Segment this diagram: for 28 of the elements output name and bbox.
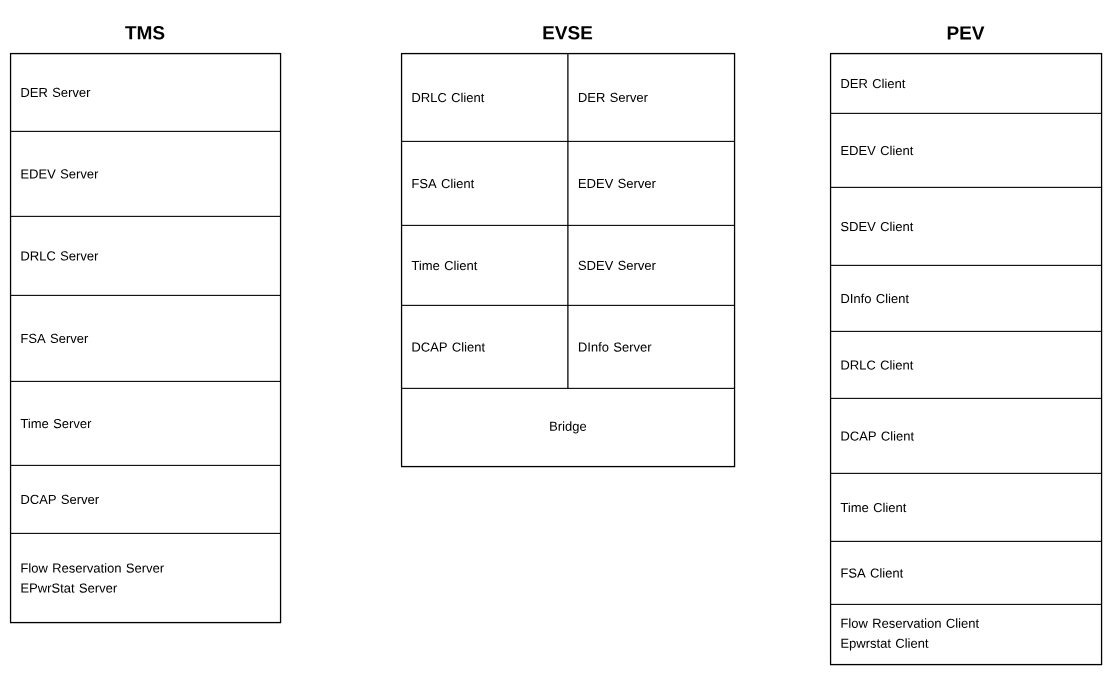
service-cell: DCAP Client xyxy=(830,398,1102,474)
group-title: EVSE xyxy=(543,26,593,40)
group-title: PEV xyxy=(947,26,985,40)
group-title: TMS xyxy=(125,26,165,40)
service-cell: DER Client xyxy=(830,53,1102,114)
service-cell: Flow Reservation Client Epwrstat Client xyxy=(830,604,1102,665)
service-cell: DRLC Client xyxy=(830,331,1102,399)
service-cell: SDEV Server xyxy=(567,225,735,306)
service-cell: DInfo Client xyxy=(830,265,1102,332)
service-cell: SDEV Client xyxy=(830,187,1102,266)
service-cell: DCAP Server xyxy=(10,465,281,534)
service-cell: EDEV Server xyxy=(567,141,735,226)
service-cell: EDEV Client xyxy=(830,113,1102,188)
service-cell: Time Client xyxy=(830,473,1102,542)
service-cell: Time Client xyxy=(401,225,569,306)
service-cell: DInfo Server xyxy=(567,305,735,389)
service-cell: EDEV Server xyxy=(10,131,281,217)
service-cell: FSA Server xyxy=(10,295,281,382)
service-cell: DER Server xyxy=(10,53,281,132)
service-cell: Time Server xyxy=(10,381,281,466)
service-cell: Bridge xyxy=(401,388,735,467)
service-cell: FSA Client xyxy=(830,541,1102,605)
service-cell: DRLC Client xyxy=(401,53,569,142)
service-cell: Flow Reservation Server EPwrStat Server xyxy=(10,533,281,623)
service-cell: DER Server xyxy=(567,53,735,142)
service-cell: DCAP Client xyxy=(401,305,569,389)
service-cell: FSA Client xyxy=(401,141,569,226)
service-cell: DRLC Server xyxy=(10,216,281,296)
